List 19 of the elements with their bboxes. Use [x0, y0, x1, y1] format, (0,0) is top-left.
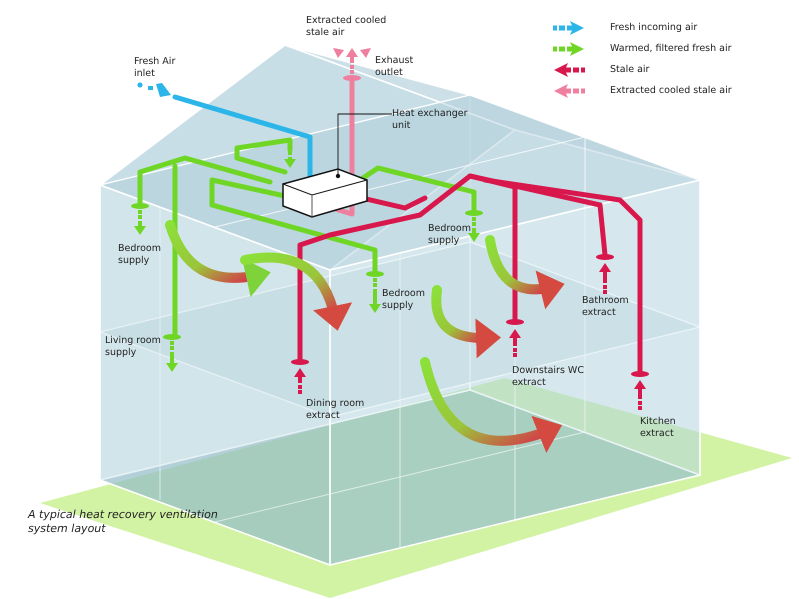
room-label: Bathroom extract [582, 295, 630, 319]
outlet-label: Exhaust outlet [375, 55, 414, 79]
legend-label: Warmed, filtered fresh air [610, 43, 732, 55]
room-label: Bedroom supply [118, 243, 162, 267]
inlet-label: Fresh Air inlet [134, 56, 176, 80]
room-label: Bedroom supply [382, 288, 426, 312]
room-label: Kitchen extract [640, 416, 677, 440]
airflow-label: Extracted cooled stale air [306, 15, 388, 39]
heat-exchanger-box [282, 168, 368, 218]
legend-label: Stale air [610, 64, 650, 76]
room-label: Dining room extract [306, 398, 366, 422]
room-label: Bedroom supply [428, 223, 472, 247]
leader-line [336, 114, 392, 178]
room-label: Downstairs WC extract [512, 365, 585, 389]
room-label: Living room supply [105, 335, 162, 359]
caption: A typical heat recovery ventilation system layout [28, 508, 219, 536]
legend-label: Extracted cooled stale air [610, 85, 732, 97]
legend-label: Fresh incoming air [610, 22, 698, 34]
callout-label: Heat exchanger unit [392, 108, 482, 132]
